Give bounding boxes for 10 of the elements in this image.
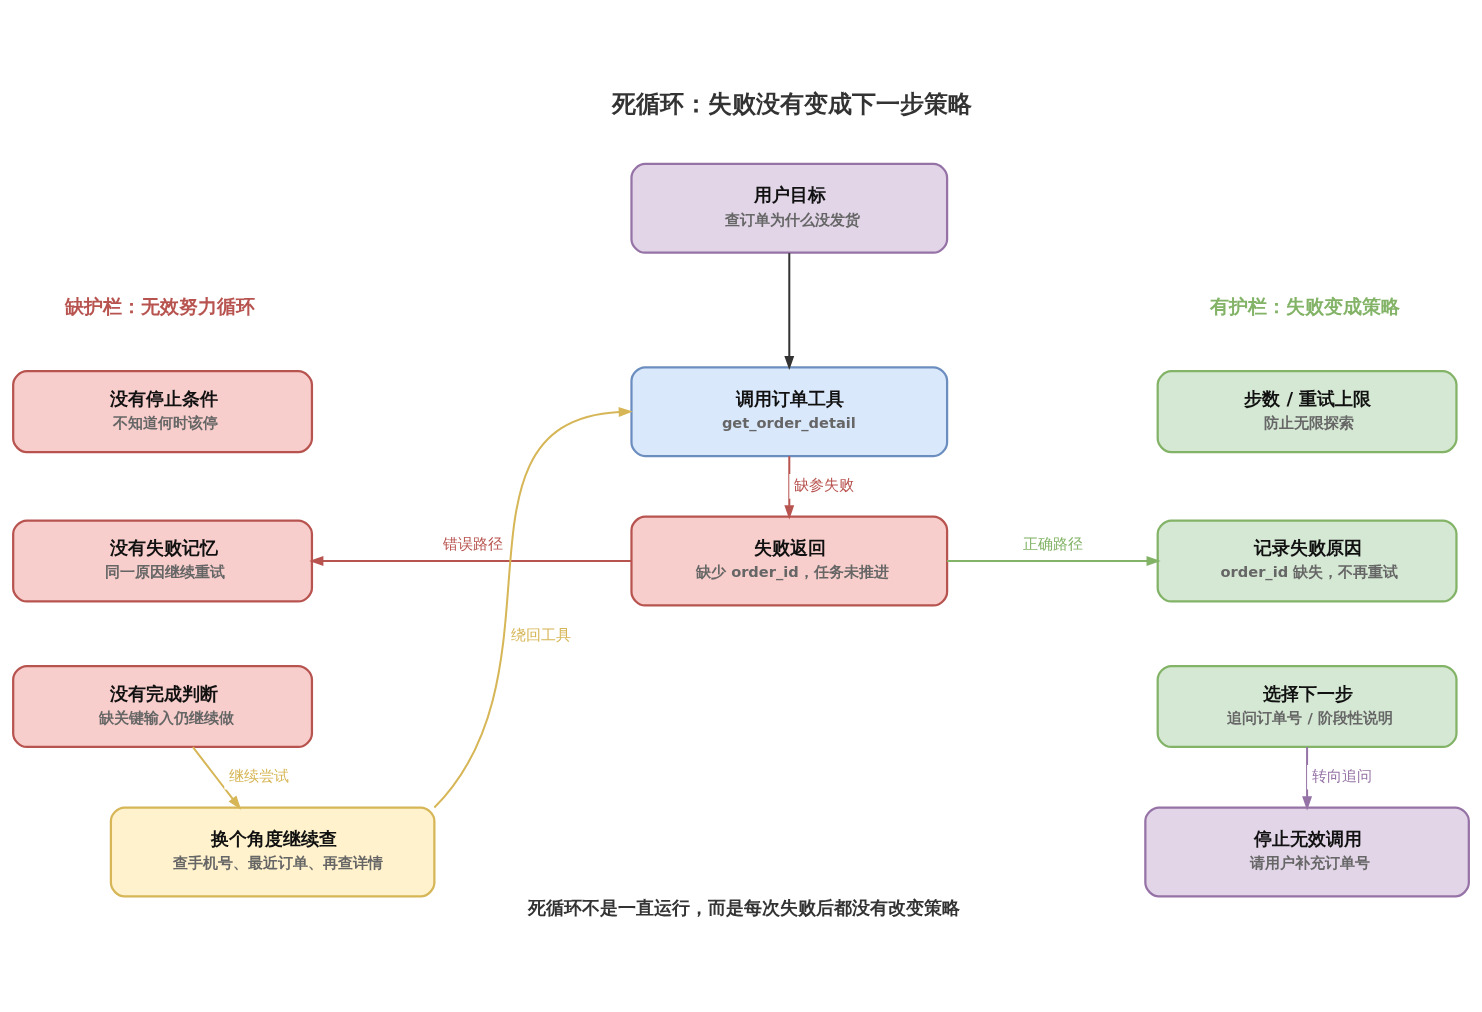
edge-label: 缺参失败 — [793, 476, 854, 494]
label: 有护栏：失败变成策略 — [1209, 295, 1400, 319]
edge-label: 绕回工具 — [510, 625, 571, 643]
diagram-title: 死循环：失败没有变成下一步策略 — [611, 89, 972, 118]
edge-label: 继续尝试 — [228, 767, 289, 785]
edge-label: 转向追问 — [1311, 767, 1372, 785]
edge-label: 错误路径 — [442, 535, 503, 553]
label: 缺护栏：无效努力循环 — [65, 295, 256, 319]
edge-label: 正确路径 — [1023, 535, 1084, 553]
caption: 死循环不是一直运行，而是每次失败后都没有改变策略 — [528, 897, 961, 919]
